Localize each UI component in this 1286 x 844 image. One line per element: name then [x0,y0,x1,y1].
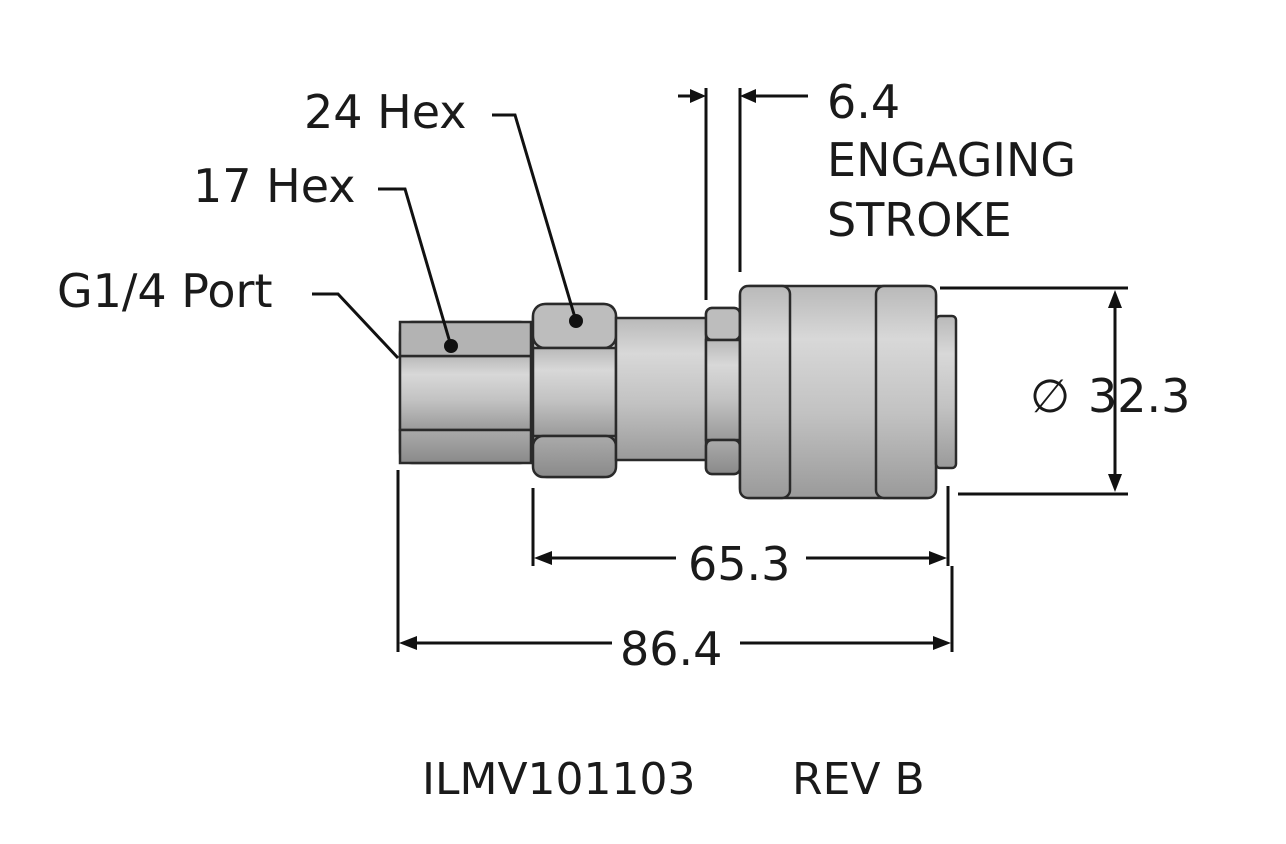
hex-17-nut [398,320,533,465]
length-inner-value: 65.3 [688,537,790,591]
coupling-body [398,284,958,500]
part-number: ILMV101103 [422,754,696,805]
sleeve [738,284,938,500]
diameter-symbol: ∅ [1030,369,1070,423]
callout-hex-24: 24 Hex [304,85,466,139]
stroke-dimension [678,88,808,300]
leader-lines [312,113,578,360]
barrel [614,316,710,462]
length-overall-value: 86.4 [620,622,722,676]
front-face [934,314,958,470]
hex-24-nut [531,302,618,479]
revision: REV B [792,754,925,805]
stroke-value: 6.4 [827,75,900,129]
length-overall-dimension [396,470,954,652]
diameter-value: 32.3 [1088,369,1190,423]
callout-hex-17: 17 Hex [193,159,355,213]
small-collar [704,306,742,476]
stroke-label-line1: ENGAGING [827,133,1076,187]
diameter-dimension [940,286,1128,496]
callout-port: G1/4 Port [57,264,273,318]
length-inner-dimension [531,486,950,566]
stroke-label-line2: STROKE [827,193,1012,247]
